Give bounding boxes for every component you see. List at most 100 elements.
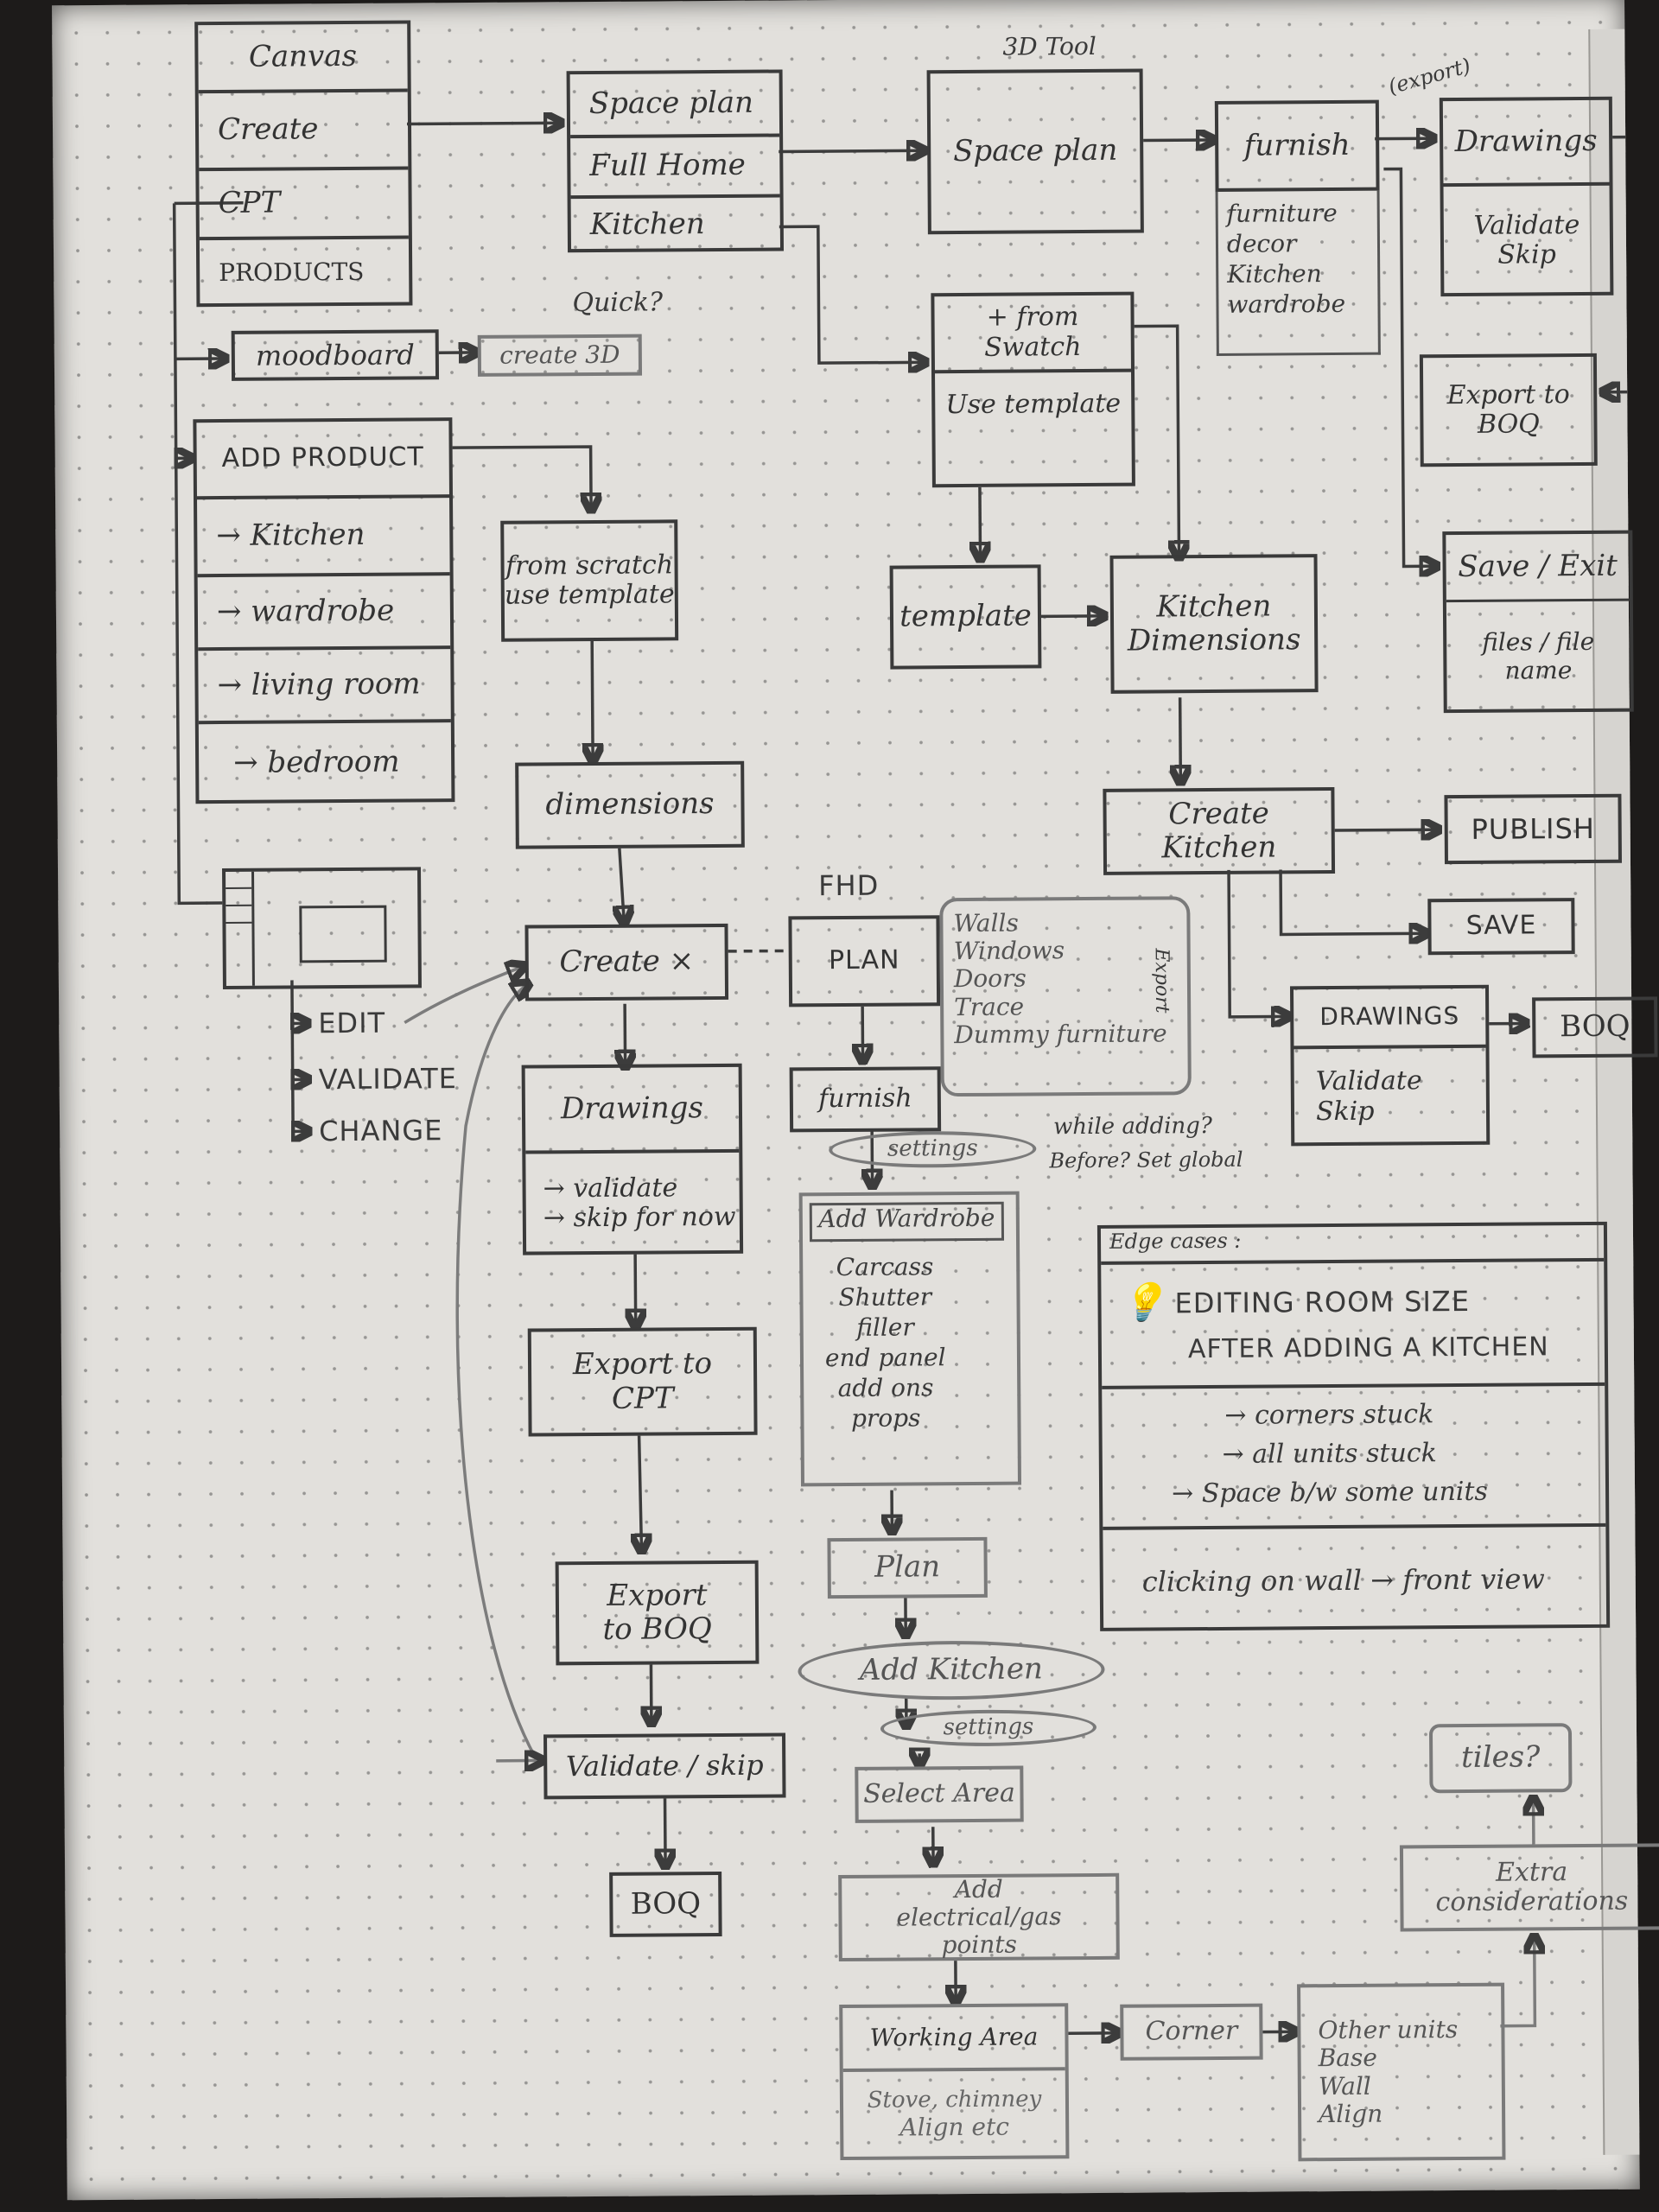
other-units-item[interactable]: Base	[1318, 2044, 1377, 2073]
submenu-full-home[interactable]: Full Home	[570, 133, 780, 196]
add-points-box[interactable]: Add electrical/gas points	[838, 1872, 1120, 1962]
corner-box[interactable]: Corner	[1120, 2003, 1263, 2061]
drawings-mid-validate[interactable]: Validate	[1315, 1065, 1422, 1097]
drawings-top-title[interactable]: Drawings	[1454, 123, 1598, 159]
menu-item-products[interactable]: PRODUCTS	[199, 235, 410, 308]
edge-cases-headline-2: AFTER ADDING A KITCHEN	[1187, 1332, 1549, 1365]
add-wardrobe-title[interactable]: Add Wardrobe	[809, 1201, 1005, 1243]
add-product-living-room[interactable]: → living room	[198, 645, 451, 721]
other-units-item[interactable]: Align	[1318, 2099, 1383, 2128]
plan-item[interactable]: Doors	[953, 963, 1027, 994]
menu-item-cpt[interactable]: CPT	[199, 166, 409, 238]
publish-box[interactable]: PUBLISH	[1444, 793, 1622, 865]
furnish-title[interactable]: furnish	[1214, 99, 1380, 192]
thumbnail-sidebar	[226, 871, 255, 986]
drawings-top-skip[interactable]: Skip	[1497, 239, 1556, 270]
extra-considerations-box[interactable]: Extra considerations	[1399, 1843, 1659, 1932]
working-area-item[interactable]: Align etc	[899, 2113, 1010, 2142]
working-area-item[interactable]: Stove, chimney	[867, 2086, 1042, 2114]
drawings-left-title[interactable]: Drawings	[560, 1090, 704, 1127]
from-scratch-option[interactable]: from scratch	[505, 549, 674, 582]
furnish-item[interactable]: Kitchen	[1227, 259, 1322, 289]
edge-cases-box: Edge cases : 💡 EDITING ROOM SIZE AFTER A…	[1096, 1221, 1611, 1634]
save-exit-box: Save / Exit files / file name	[1442, 530, 1634, 714]
connector-lines	[172, 0, 1640, 2200]
thumbnail-canvas-rect	[299, 905, 387, 963]
plan-box[interactable]: PLAN	[788, 915, 941, 1007]
action-edit[interactable]: EDIT	[318, 1006, 386, 1040]
working-area-title[interactable]: Working Area	[869, 2022, 1039, 2052]
thumbnail-frame[interactable]	[221, 867, 422, 989]
export-boq-left[interactable]: Export to BOQ	[555, 1560, 760, 1666]
create-kitchen-box[interactable]: Create Kitchen	[1103, 787, 1336, 875]
wardrobe-item[interactable]: add ons	[837, 1373, 934, 1403]
furnish-item[interactable]: wardrobe	[1227, 289, 1346, 319]
plan-item[interactable]: Walls	[953, 908, 1019, 938]
template-box[interactable]: template	[889, 564, 1042, 670]
add-product-kitchen[interactable]: → Kitchen	[196, 494, 450, 575]
from-scratch-box: from scratch use template	[500, 519, 679, 642]
wardrobe-item[interactable]: filler	[856, 1313, 914, 1342]
notebook-page: Canvas Create CPT PRODUCTS Space plan Fu…	[52, 0, 1659, 2201]
menu-item-canvas[interactable]: Canvas	[248, 38, 358, 74]
tiles-box[interactable]: tiles?	[1428, 1723, 1573, 1794]
floor-options-box: + from Swatch Use template	[931, 291, 1135, 488]
boq-mid[interactable]: BOQ	[1532, 996, 1658, 1058]
kitchen-dimensions-box[interactable]: Kitchen Dimensions	[1109, 554, 1319, 694]
furnish-box: furnish furniture decor Kitchen wardrobe	[1214, 99, 1381, 356]
edge-case-bullet: → all units stuck	[1222, 1438, 1437, 1470]
other-units-item[interactable]: Wall	[1318, 2071, 1371, 2101]
wardrobe-item[interactable]: Carcass	[836, 1252, 934, 1282]
drawings-left-skip[interactable]: → skip for now	[543, 1201, 736, 1234]
furnish-item[interactable]: decor	[1226, 229, 1297, 258]
wardrobe-item[interactable]: props	[850, 1403, 921, 1433]
submenu-kitchen[interactable]: Kitchen	[570, 194, 781, 253]
edge-cases-bullets: → corners stuck → all units stuck → Spac…	[1171, 1395, 1488, 1514]
plan-item[interactable]: Trace	[954, 992, 1025, 1021]
plan-item[interactable]: Windows	[953, 936, 1065, 966]
edge-cases-footer: clicking on wall → front view	[1103, 1522, 1607, 1634]
validate-skip-box[interactable]: Validate / skip	[543, 1732, 786, 1800]
save-exit-title[interactable]: Save / Exit	[1458, 548, 1618, 584]
boq-bottom[interactable]: BOQ	[609, 1871, 722, 1937]
create-3d-box[interactable]: create 3D	[477, 334, 643, 377]
drawings-top-items: Validate Skip	[1443, 181, 1611, 296]
tool-label: 3D Tool	[1002, 31, 1096, 61]
create-x-box[interactable]: Create ×	[524, 923, 729, 1001]
moodboard-box[interactable]: moodboard	[231, 329, 440, 381]
quick-note: Quick?	[572, 287, 664, 319]
sidebar-menu: Canvas Create CPT PRODUCTS	[194, 20, 413, 308]
fhd-label: FHD	[818, 868, 880, 903]
add-product-wardrobe[interactable]: → wardrobe	[197, 572, 451, 648]
save-box[interactable]: SAVE	[1427, 898, 1575, 956]
export-boq-top[interactable]: Export to BOQ	[1419, 353, 1598, 467]
spaceplan-box[interactable]: Space plan	[926, 68, 1144, 235]
other-units-box: Other units Base Wall Align	[1297, 1982, 1506, 2162]
add-product-bedroom[interactable]: → bedroom	[198, 719, 452, 804]
other-units-item[interactable]: Other units	[1318, 2015, 1459, 2045]
floor-use-template[interactable]: Use template	[934, 368, 1132, 488]
action-change[interactable]: CHANGE	[318, 1114, 443, 1148]
action-validate[interactable]: VALIDATE	[318, 1062, 458, 1096]
edge-case-bullet: → corners stuck	[1224, 1399, 1434, 1431]
dimensions-box[interactable]: dimensions	[515, 760, 745, 849]
furnish-item[interactable]: furniture	[1226, 198, 1338, 228]
drawings-mid-title[interactable]: DRAWINGS	[1319, 1001, 1460, 1032]
menu-item-create[interactable]: Create	[198, 88, 409, 168]
plan-item[interactable]: Dummy furniture	[954, 1019, 1167, 1049]
submenu-space-plan[interactable]: Space plan	[588, 86, 754, 122]
export-cpt-box[interactable]: Export to CPT	[527, 1326, 758, 1437]
furnish-small-box[interactable]: furnish	[789, 1066, 942, 1133]
wardrobe-item[interactable]: Shutter	[838, 1282, 932, 1313]
select-area-box[interactable]: Select Area	[855, 1765, 1024, 1823]
plan-lower-box[interactable]: Plan	[827, 1536, 988, 1599]
use-template-option[interactable]: use template	[504, 579, 675, 611]
floor-from-swatch[interactable]: + from Swatch	[984, 302, 1082, 363]
drawings-mid-skip[interactable]: Skip	[1315, 1096, 1375, 1127]
drawings-top-validate[interactable]: Validate	[1473, 209, 1580, 241]
drawings-left-validate[interactable]: → validate	[543, 1172, 678, 1204]
wardrobe-item[interactable]: end panel	[824, 1343, 946, 1373]
edge-cases-headline-1: EDITING ROOM SIZE	[1174, 1284, 1471, 1320]
create-submenu: Space plan Full Home Kitchen	[566, 69, 785, 253]
drawings-left-items: → validate → skip for now	[525, 1148, 741, 1255]
